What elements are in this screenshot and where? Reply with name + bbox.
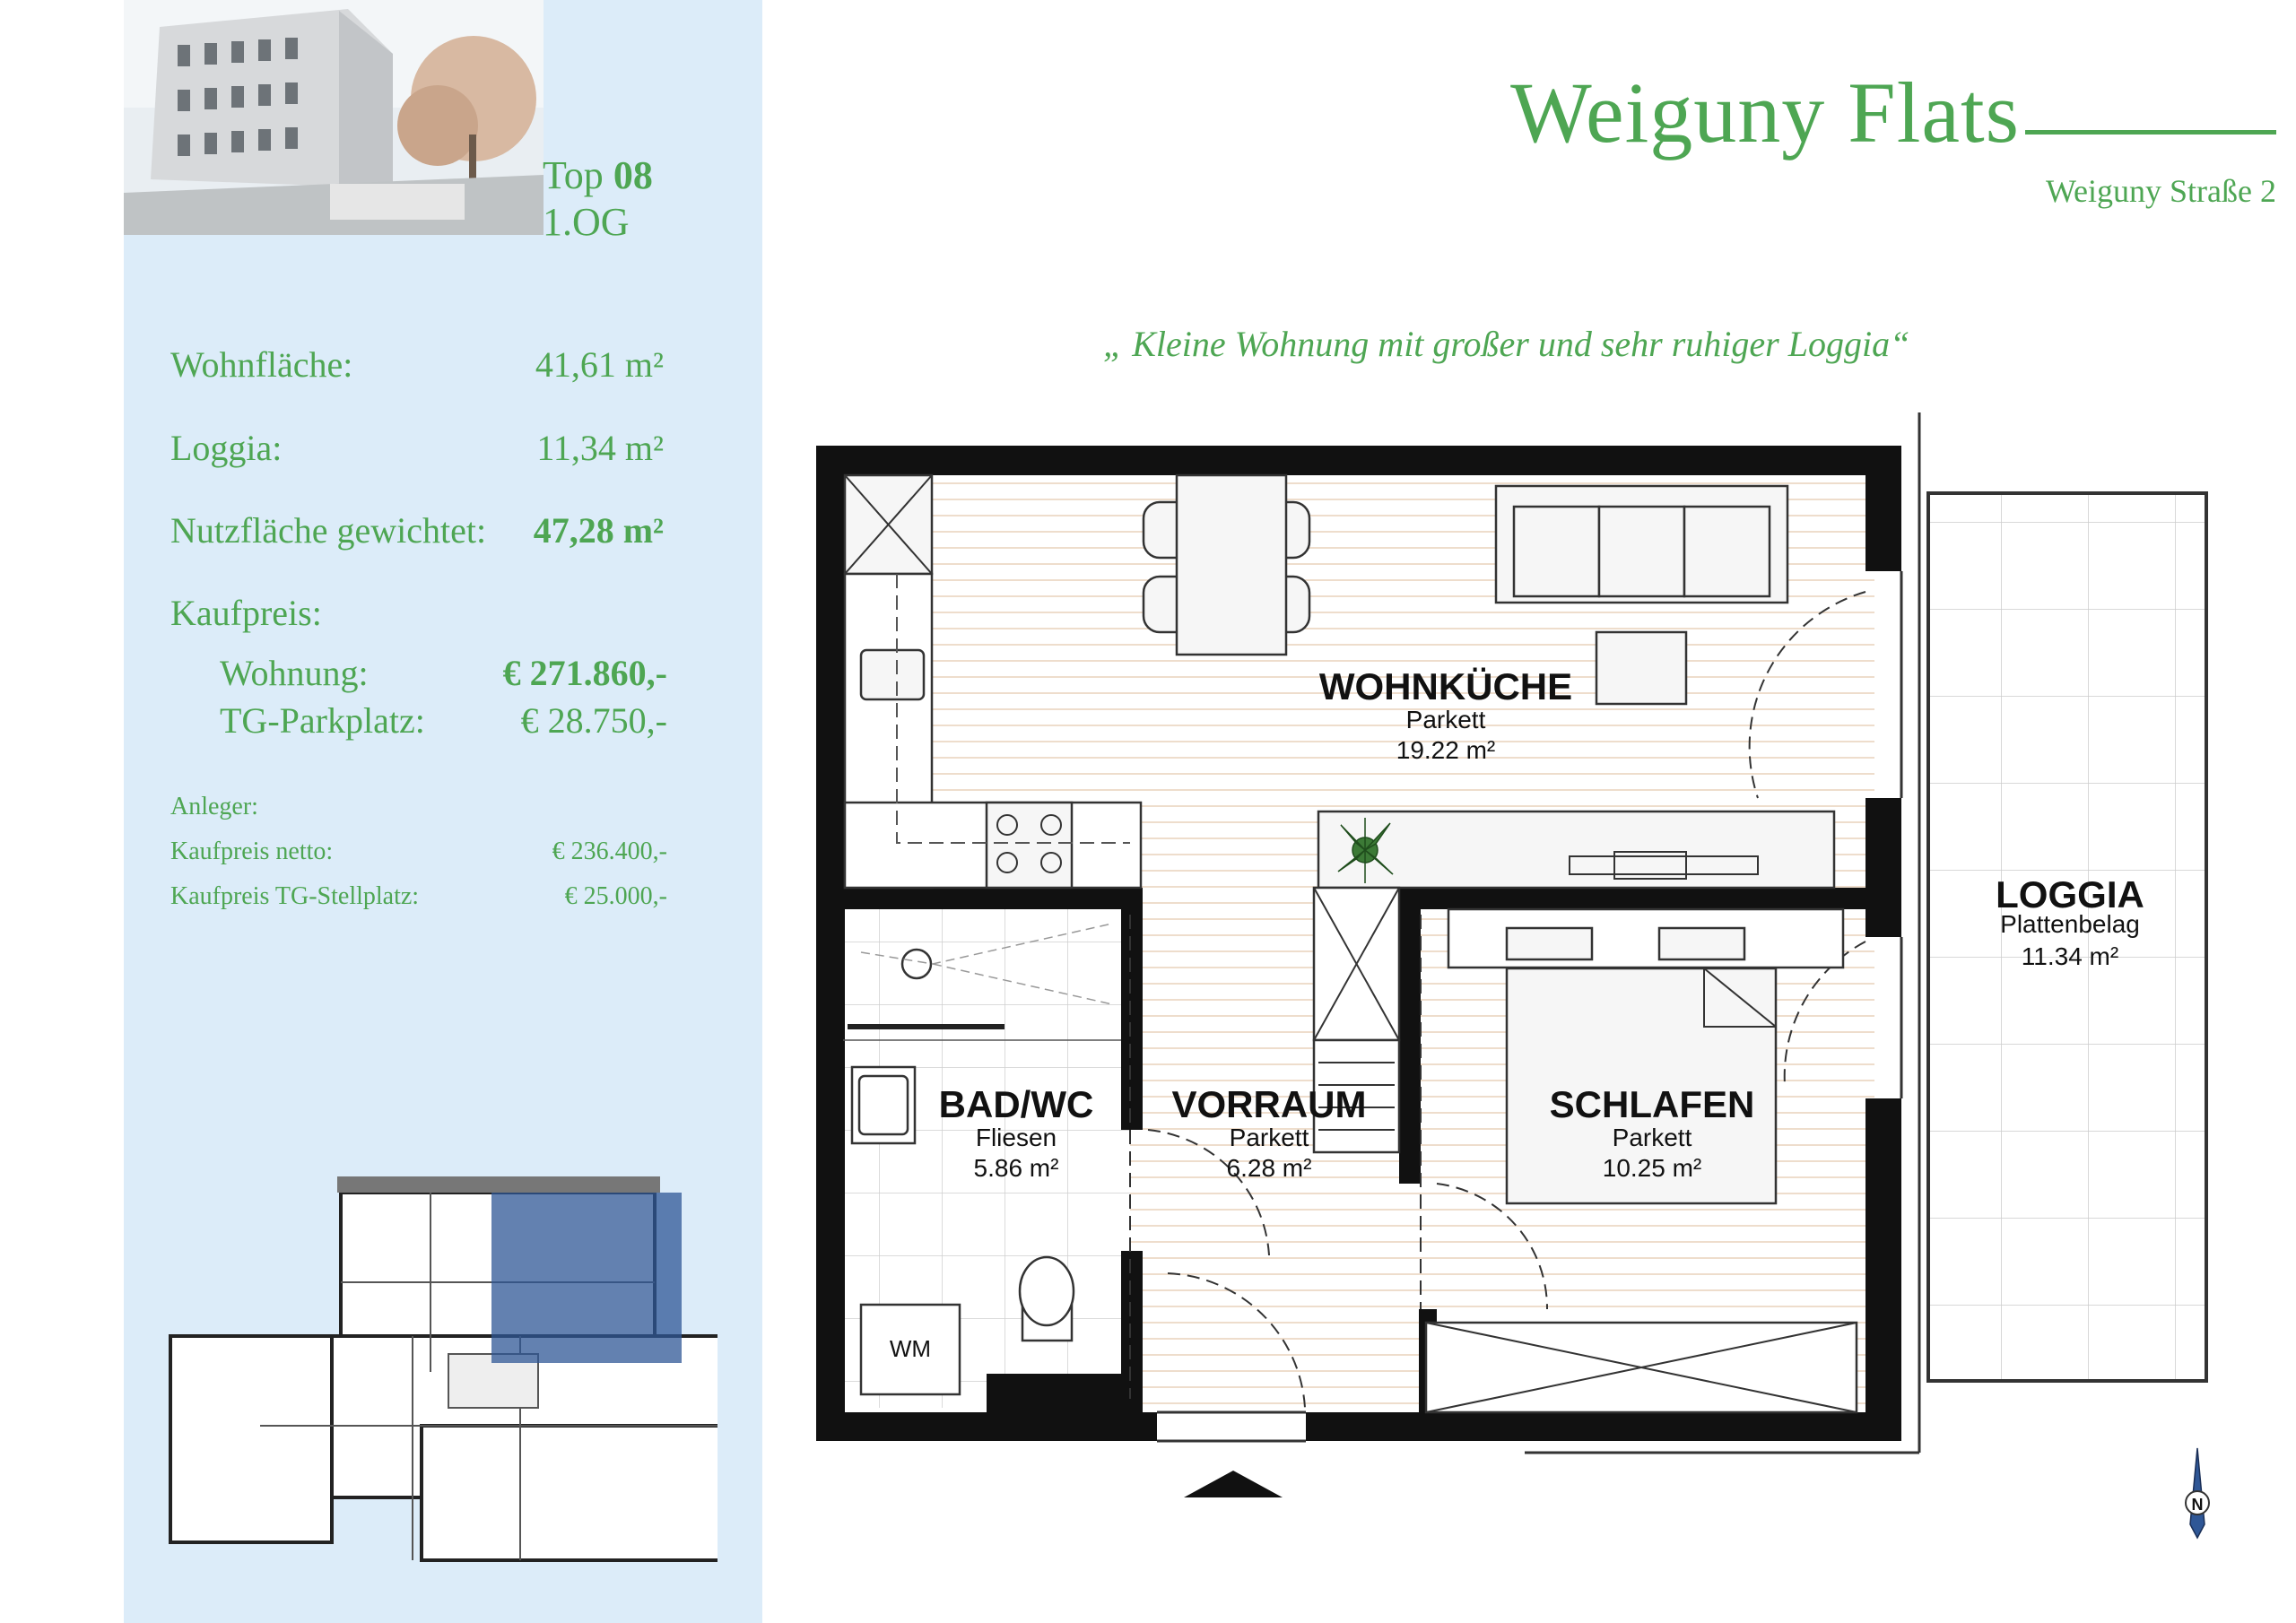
- room-name-bad: BAD/WC: [939, 1083, 1094, 1125]
- room-area-schlafen: 10.25 m²: [1603, 1154, 1702, 1182]
- unit-label: Top 08 1.OG: [543, 152, 653, 246]
- unit-top-prefix: Top: [543, 153, 604, 197]
- room-name-vorraum: VORRAUM: [1172, 1083, 1367, 1125]
- address: Weiguny Straße 2: [2045, 173, 2276, 209]
- page-title: Weiguny Flats: [1510, 63, 2276, 162]
- room-area-vorraum: 6.28 m²: [1227, 1154, 1312, 1182]
- room-floor-loggia: Plattenbelag: [2000, 910, 2140, 938]
- area-label-nutzflaeche: Nutzfläche gewichtet:: [170, 510, 487, 551]
- price-label-wohnung: Wohnung:: [220, 653, 369, 693]
- key-plan: [161, 1166, 718, 1569]
- room-area-loggia: 11.34 m²: [2022, 942, 2118, 970]
- price-heading: Kaufpreis:: [170, 593, 322, 633]
- room-floor-schlafen: Parkett: [1613, 1124, 1692, 1151]
- investor-value-netto: € 236.400,-: [552, 838, 667, 865]
- investor-heading: Anleger:: [170, 793, 258, 820]
- unit-top-number: 08: [613, 153, 653, 197]
- room-floor-bad: Fliesen: [976, 1124, 1057, 1151]
- unit-floor: 1.OG: [543, 200, 630, 244]
- entrance-arrow-icon: [1184, 1471, 1283, 1497]
- area-label-wohnflaeche: Wohnfläche:: [170, 344, 353, 385]
- compass-icon: N: [2185, 1447, 2210, 1540]
- washing-machine-label: WM: [890, 1335, 931, 1362]
- room-floor-wohnkueche: Parkett: [1406, 706, 1486, 733]
- area-value-nutzflaeche: 47,28 m²: [533, 510, 664, 551]
- floor-plan: WOHNKÜCHE Parkett 19.22 m² LOGGIA Platte…: [816, 412, 2210, 1540]
- svg-text:N: N: [2192, 1496, 2204, 1514]
- price-value-wohnung: € 271.860,-: [502, 653, 667, 693]
- area-value-wohnflaeche: 41,61 m²: [535, 344, 664, 385]
- key-plan-highlight: [491, 1193, 682, 1363]
- room-name-loggia: LOGGIA: [1996, 873, 2144, 916]
- price-value-parkplatz: € 28.750,-: [520, 700, 667, 741]
- room-name-schlafen: SCHLAFEN: [1550, 1083, 1755, 1125]
- room-floor-vorraum: Parkett: [1230, 1124, 1309, 1151]
- area-label-loggia: Loggia:: [170, 428, 283, 468]
- area-value-loggia: 11,34 m²: [536, 428, 664, 468]
- room-area-bad: 5.86 m²: [974, 1154, 1059, 1182]
- room-name-wohnkueche: WOHNKÜCHE: [1319, 665, 1572, 707]
- tagline: „ Kleine Wohnung mit großer und sehr ruh…: [1103, 324, 1910, 364]
- building-rendering: [124, 0, 544, 235]
- investor-label-stellplatz: Kaufpreis TG-Stellplatz:: [170, 882, 420, 910]
- price-label-parkplatz: TG-Parkplatz:: [220, 700, 425, 741]
- room-area-wohnkueche: 19.22 m²: [1396, 736, 1496, 764]
- investor-value-stellplatz: € 25.000,-: [564, 882, 667, 910]
- investor-label-netto: Kaufpreis netto:: [170, 838, 334, 865]
